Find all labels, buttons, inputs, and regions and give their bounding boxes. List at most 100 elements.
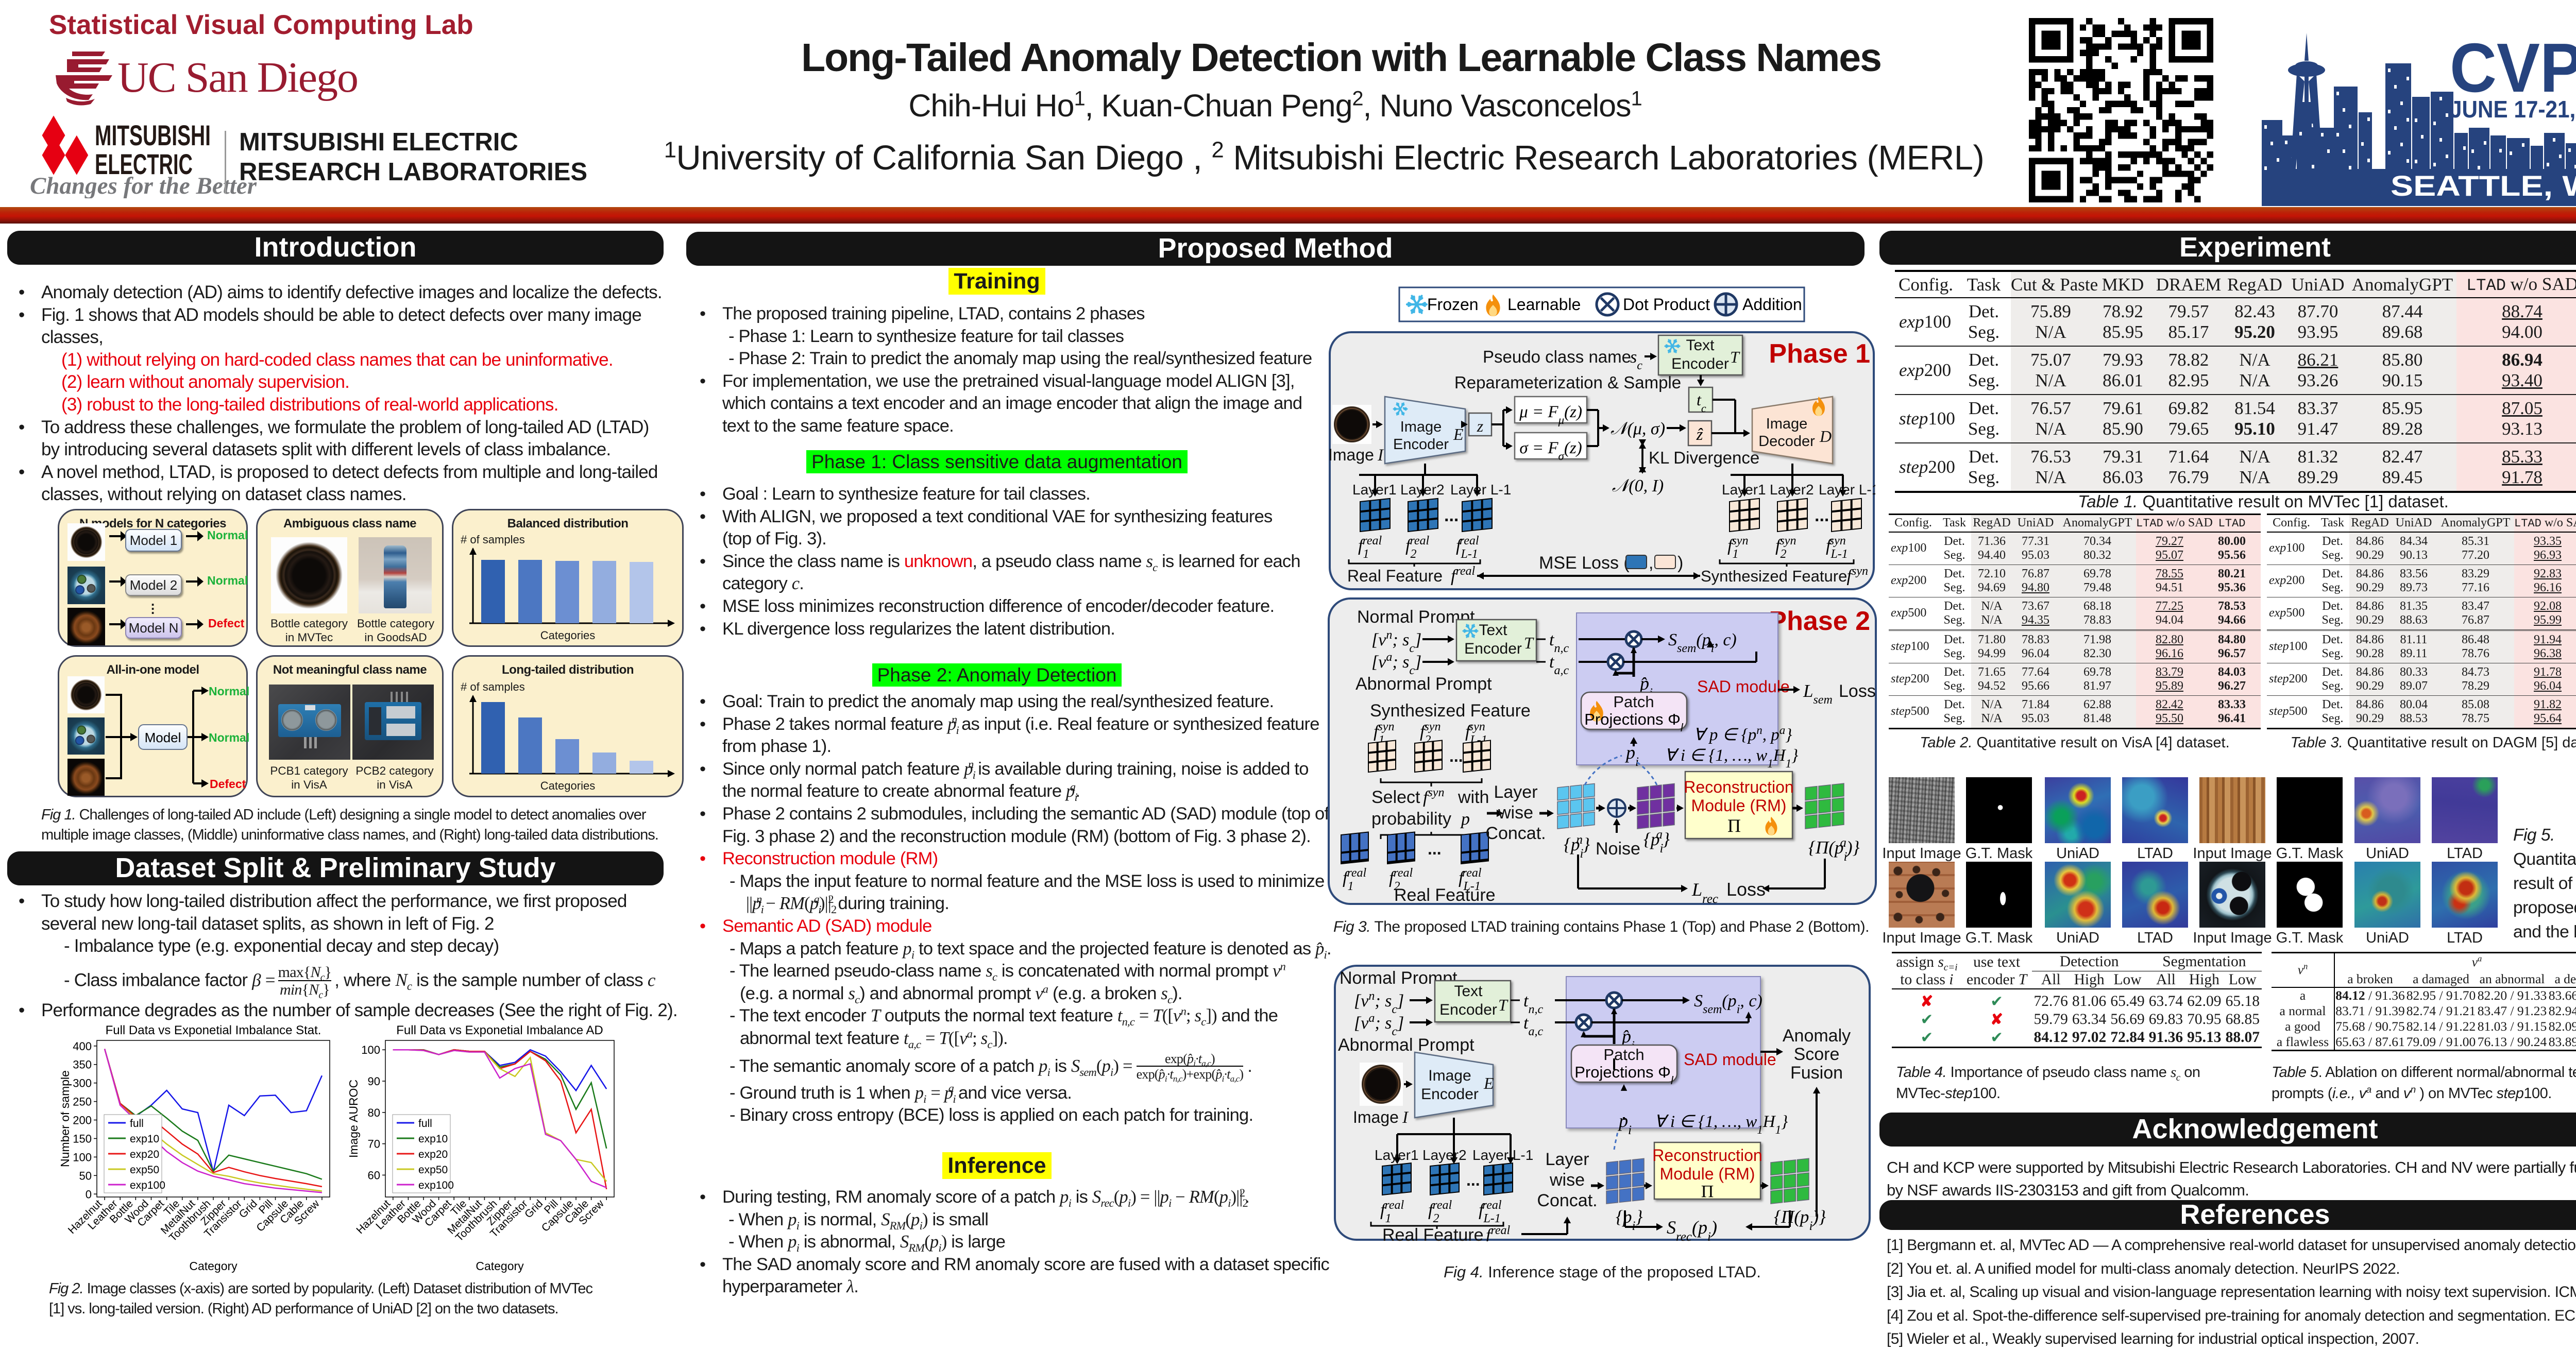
svg-text:Score: Score bbox=[1794, 1045, 1840, 1064]
svg-text:Select: Select bbox=[1371, 788, 1420, 807]
svg-text:Grid: Grid bbox=[237, 1198, 260, 1220]
svg-text:Reconstruction: Reconstruction bbox=[1652, 1146, 1762, 1165]
svg-text:...: ... bbox=[1444, 506, 1459, 525]
svg-text:70: 70 bbox=[368, 1138, 380, 1151]
svg-text:Encoder: Encoder bbox=[1671, 355, 1729, 372]
svg-text:z: z bbox=[1477, 417, 1484, 435]
svg-text:Layer L-1: Layer L-1 bbox=[1472, 1147, 1533, 1163]
svg-text:D: D bbox=[1819, 427, 1832, 446]
svg-text:0: 0 bbox=[86, 1188, 92, 1201]
svg-text:Abnormal Prompt: Abnormal Prompt bbox=[1355, 674, 1492, 694]
svg-text:Layer1: Layer1 bbox=[1722, 482, 1766, 498]
svg-text:Text: Text bbox=[1454, 983, 1483, 1000]
svg-text:Layer L-1: Layer L-1 bbox=[1450, 482, 1511, 498]
svg-text:Full Data vs Exponetial Imbala: Full Data vs Exponetial Imbalance AD bbox=[396, 1023, 603, 1037]
svg-text:Abnormal Prompt: Abnormal Prompt bbox=[1338, 1035, 1475, 1055]
svg-text:80: 80 bbox=[368, 1106, 380, 1119]
svg-text:Addition: Addition bbox=[1742, 295, 1802, 314]
svg-text:...: ... bbox=[1466, 1171, 1480, 1189]
svg-text:Real Feature: Real Feature bbox=[1347, 567, 1443, 585]
svg-text:exp10: exp10 bbox=[130, 1133, 159, 1145]
svg-text:exp20: exp20 bbox=[130, 1149, 159, 1160]
svg-text:Full Data vs Exponetial Imbala: Full Data vs Exponetial Imbalance Stat. bbox=[106, 1023, 321, 1037]
svg-text:Image: Image bbox=[1353, 1108, 1399, 1126]
svg-text:KL Divergence: KL Divergence bbox=[1649, 448, 1759, 467]
svg-text:MSE Loss (: MSE Loss ( bbox=[1539, 553, 1630, 573]
svg-text:Real Feature: Real Feature bbox=[1394, 885, 1496, 905]
svg-text:Image AUROC: Image AUROC bbox=[349, 1080, 360, 1158]
svg-text:Layer2: Layer2 bbox=[1770, 482, 1814, 498]
svg-text:CVPR: CVPR bbox=[2450, 29, 2576, 107]
svg-text:Grid: Grid bbox=[522, 1198, 545, 1220]
svg-text:wise: wise bbox=[1549, 1170, 1585, 1190]
svg-text:MITSUBISHI ELECTRIC: MITSUBISHI ELECTRIC bbox=[239, 128, 518, 156]
svg-text:Module (RM): Module (RM) bbox=[1691, 796, 1787, 815]
svg-text:Encoder: Encoder bbox=[1439, 1001, 1497, 1018]
svg-text:Image: Image bbox=[1328, 446, 1374, 464]
svg-text:Layer2: Layer2 bbox=[1422, 1147, 1467, 1163]
svg-text:Layer: Layer bbox=[1545, 1150, 1589, 1169]
svg-text:Loss: Loss bbox=[1726, 879, 1766, 900]
svg-text:Concat.: Concat. bbox=[1485, 824, 1546, 843]
svg-text:I: I bbox=[1402, 1108, 1409, 1127]
svg-text:60: 60 bbox=[368, 1169, 380, 1182]
svg-text:exp10: exp10 bbox=[418, 1133, 448, 1145]
svg-text:I: I bbox=[1377, 446, 1384, 465]
svg-text:): ) bbox=[1677, 553, 1683, 573]
svg-text:probability: probability bbox=[1371, 809, 1451, 829]
svg-text:...: ... bbox=[1449, 747, 1463, 765]
svg-text:Phase 2: Phase 2 bbox=[1769, 606, 1870, 636]
svg-text:Model: Model bbox=[145, 730, 181, 745]
svg-text:50: 50 bbox=[79, 1169, 92, 1182]
svg-text:Concat.: Concat. bbox=[1537, 1191, 1597, 1210]
svg-text:∀ p ∈ {pn, pa}: ∀ p ∈ {pn, pa} bbox=[1693, 724, 1792, 745]
svg-text:Text: Text bbox=[1479, 622, 1507, 639]
svg-text:exp20: exp20 bbox=[418, 1149, 448, 1160]
svg-text:...: ... bbox=[1428, 840, 1442, 858]
svg-text:𝒩(0, I): 𝒩(0, I) bbox=[1612, 476, 1664, 495]
svg-text:...: ... bbox=[1815, 506, 1829, 525]
svg-text:T: T bbox=[1498, 996, 1509, 1014]
svg-text:ẑ: ẑ bbox=[1696, 425, 1704, 444]
svg-text:Dot Product: Dot Product bbox=[1623, 295, 1710, 314]
svg-text:Image: Image bbox=[1428, 1067, 1471, 1084]
svg-text:100: 100 bbox=[361, 1044, 380, 1056]
svg-text:Π: Π bbox=[1701, 1182, 1714, 1201]
svg-text:RESEARCH LABORATORIES: RESEARCH LABORATORIES bbox=[239, 158, 587, 186]
svg-text:350: 350 bbox=[73, 1058, 92, 1071]
svg-text:𝒩(μ, σ): 𝒩(μ, σ) bbox=[1611, 419, 1665, 438]
svg-text:full: full bbox=[418, 1118, 432, 1130]
svg-text:MITSUBISHI: MITSUBISHI bbox=[95, 119, 211, 151]
svg-text:90: 90 bbox=[368, 1075, 380, 1088]
svg-text:exp100: exp100 bbox=[130, 1179, 165, 1191]
svg-text:Changes for the Better: Changes for the Better bbox=[30, 173, 257, 198]
svg-text:exp100: exp100 bbox=[418, 1179, 454, 1191]
svg-text:Decoder: Decoder bbox=[1758, 433, 1815, 450]
svg-text:Anomaly: Anomaly bbox=[1783, 1026, 1851, 1046]
svg-text:wise: wise bbox=[1498, 803, 1533, 823]
svg-text:UC San Diego: UC San Diego bbox=[117, 54, 358, 101]
svg-text:Encoder: Encoder bbox=[1421, 1086, 1479, 1103]
svg-text:Encoder: Encoder bbox=[1464, 640, 1522, 657]
svg-text:T: T bbox=[1524, 634, 1534, 652]
svg-text:p: p bbox=[1460, 810, 1470, 829]
svg-text:with: with bbox=[1458, 788, 1489, 807]
svg-text:E: E bbox=[1453, 425, 1464, 443]
svg-text:Number of sample: Number of sample bbox=[61, 1070, 72, 1167]
svg-text:SEATTLE, WA: SEATTLE, WA bbox=[2391, 169, 2576, 202]
svg-text:Synthesized Feature: Synthesized Feature bbox=[1370, 701, 1531, 721]
svg-text:Category: Category bbox=[476, 1259, 524, 1273]
svg-text:Reparameterization & Sample: Reparameterization & Sample bbox=[1454, 373, 1681, 392]
svg-text:Real Feature: Real Feature bbox=[1382, 1225, 1484, 1241]
svg-text:Module (RM): Module (RM) bbox=[1660, 1165, 1755, 1183]
svg-text:Patch: Patch bbox=[1603, 1046, 1644, 1064]
svg-text:Encoder: Encoder bbox=[1393, 436, 1449, 453]
svg-text:100: 100 bbox=[73, 1151, 92, 1164]
svg-text:400: 400 bbox=[73, 1040, 92, 1053]
svg-text:Image: Image bbox=[1766, 416, 1808, 432]
svg-text:Pseudo class name: Pseudo class name bbox=[1483, 347, 1631, 366]
svg-text:full: full bbox=[130, 1118, 144, 1130]
svg-text:Synthesized Feature: Synthesized Feature bbox=[1701, 567, 1847, 585]
svg-text:Π: Π bbox=[1727, 815, 1741, 836]
svg-text:Noise: Noise bbox=[1596, 839, 1640, 859]
